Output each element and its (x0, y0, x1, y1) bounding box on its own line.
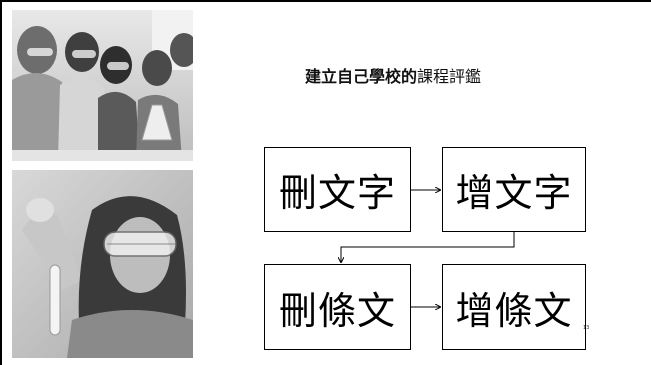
box-label: 增條文 (455, 288, 573, 333)
title-bold-part: 建立自己學校的 (305, 67, 418, 86)
box-delete-clause: 刪條文 (264, 264, 411, 350)
arrow-box2-to-box3 (341, 232, 515, 262)
box-add-text: 增文字 (442, 147, 586, 232)
box-label: 刪文字 (278, 171, 396, 215)
box-add-clause: 增條文 (442, 264, 586, 350)
page-number: 13 (583, 325, 590, 331)
girl-lab-photo (12, 170, 193, 358)
box-label: 增文字 (455, 171, 573, 215)
slide-title: 建立自己學校的課程評鑑 (305, 63, 481, 87)
students-lab-photo (12, 10, 193, 161)
box-delete-text: 刪文字 (264, 147, 411, 232)
title-regular-part: 課程評鑑 (417, 67, 482, 86)
photo-column (12, 10, 193, 358)
box-label: 刪條文 (278, 288, 396, 333)
